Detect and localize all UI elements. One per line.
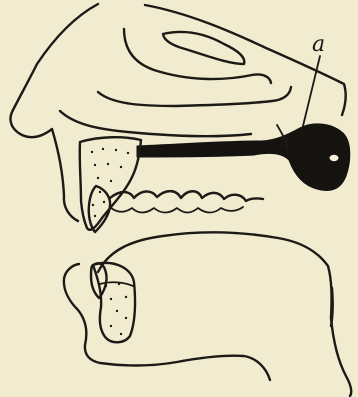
label-a: a [312, 32, 325, 57]
soft-palate-highlight [330, 155, 339, 161]
